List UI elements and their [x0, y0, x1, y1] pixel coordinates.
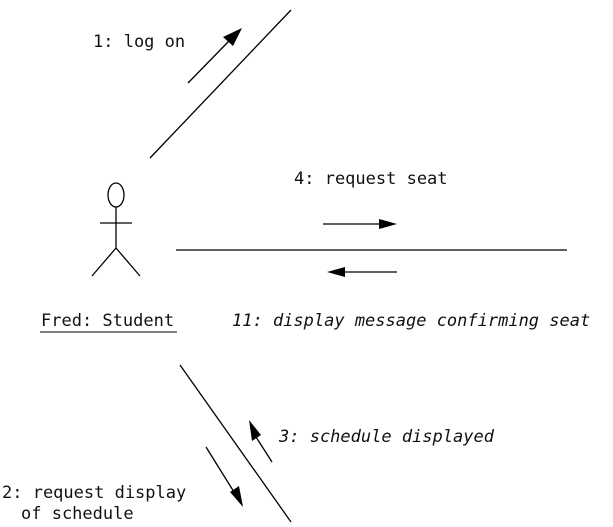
actor-name: Fred: Student — [41, 311, 174, 331]
arrow-request-display — [205, 446, 243, 507]
actor-left-leg — [91, 247, 117, 277]
arrow-confirm-seat — [327, 267, 397, 277]
arrow-log-on — [187, 28, 242, 84]
link-to-schedule-object — [179, 364, 292, 523]
message-confirm-seat: 11: display message confirming seat — [232, 311, 590, 331]
arrow-schedule-displayed — [249, 420, 273, 463]
arrow-request-seat — [323, 219, 397, 229]
message-schedule-displayed: 3: schedule displayed — [278, 427, 495, 447]
message-request-display-line1: 2: request display — [2, 483, 186, 503]
message-request-display-line2: of schedule — [21, 504, 134, 524]
actor-head — [107, 182, 125, 208]
actor-right-leg — [115, 247, 141, 277]
message-request-seat: 4: request seat — [294, 169, 448, 189]
actor-stick-figure — [91, 182, 141, 277]
link-to-logon-object — [149, 9, 292, 159]
message-log-on: 1: log on — [93, 32, 185, 52]
